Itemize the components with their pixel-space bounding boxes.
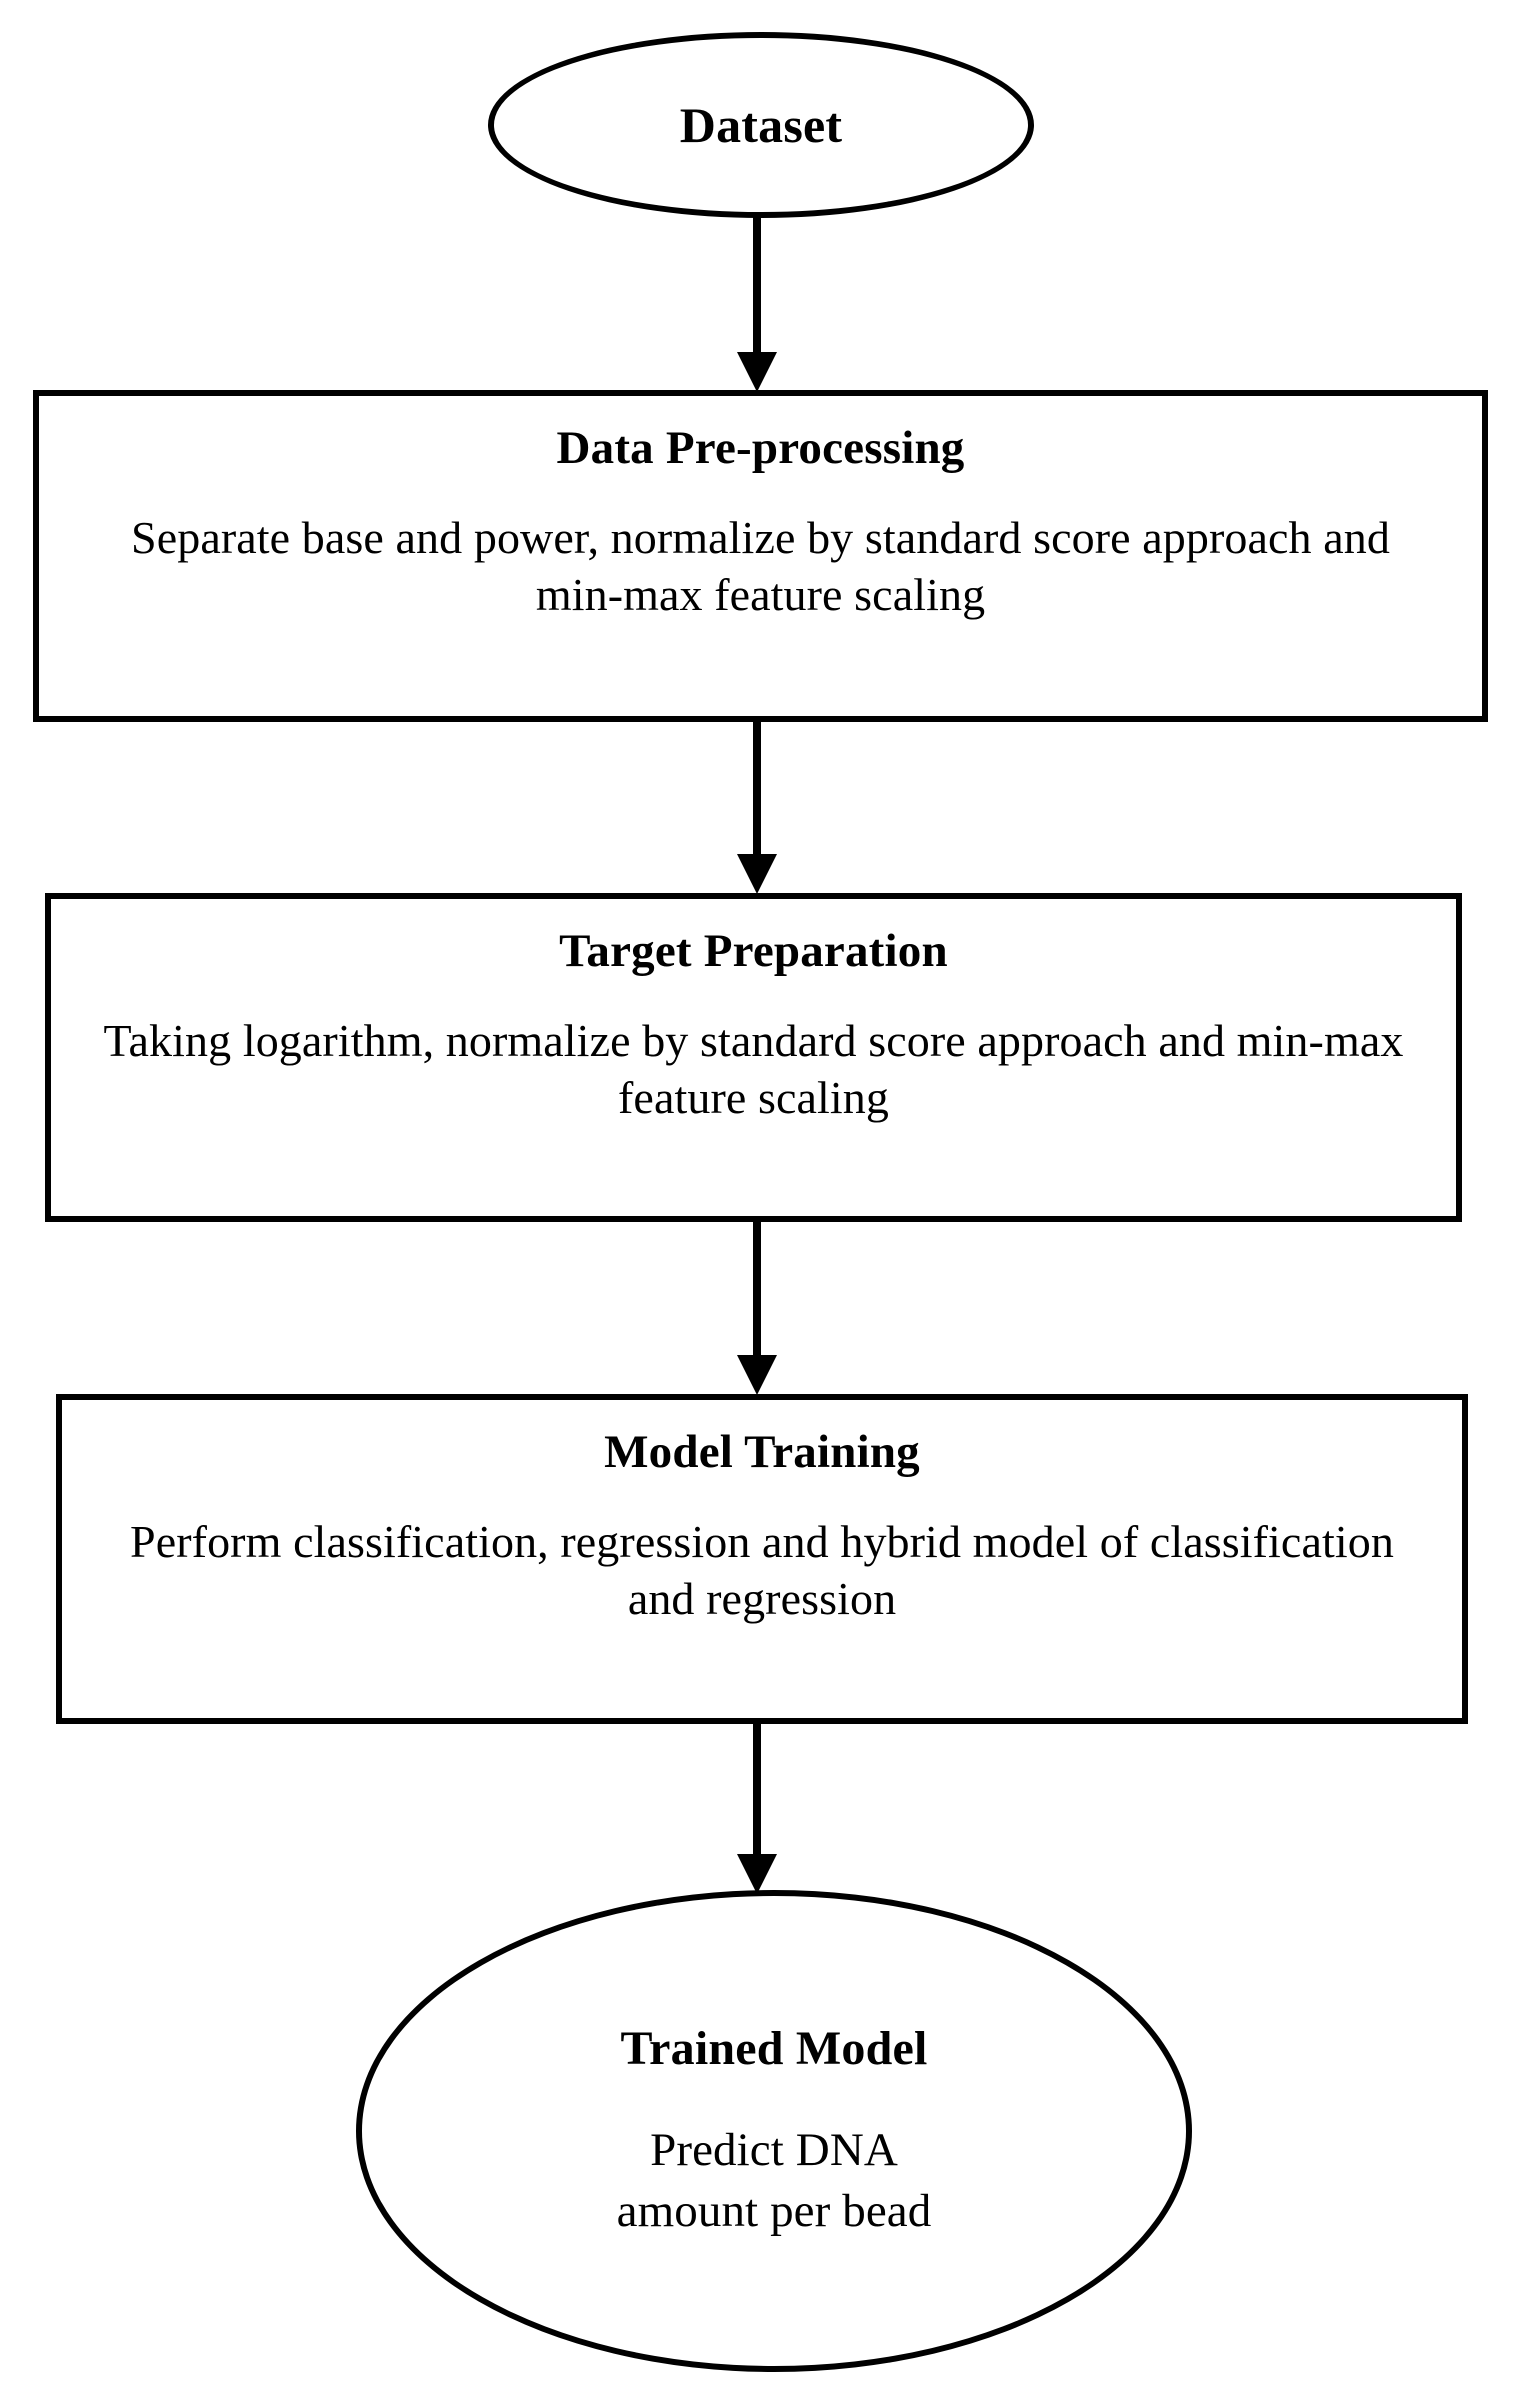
node-trained-model-body-line-1: Predict DNA — [650, 2123, 898, 2176]
node-model-training-body: Perform classification, regression and h… — [130, 1515, 1394, 1624]
node-target-preparation-body: Taking logarithm, normalize by standard … — [103, 1014, 1404, 1123]
arrowhead-down-icon — [737, 352, 777, 392]
arrow-preprocessing-to-target-preparation — [737, 718, 777, 898]
arrow-shaft — [753, 718, 761, 858]
node-data-pre-processing-title: Data Pre-processing — [556, 422, 965, 474]
node-target-preparation[interactable]: Target Preparation Taking logarithm, nor… — [45, 893, 1462, 1222]
node-trained-model-title: Trained Model — [620, 2021, 928, 2075]
node-trained-model-body: Predict DNA amount per bead — [617, 2120, 932, 2242]
node-model-training-title: Model Training — [604, 1426, 920, 1478]
arrow-shaft — [753, 1218, 761, 1359]
node-dataset-title: Dataset — [679, 97, 843, 153]
arrow-target-preparation-to-model-training — [737, 1218, 777, 1399]
arrowhead-down-icon — [737, 854, 777, 894]
node-data-pre-processing-body: Separate base and power, normalize by st… — [131, 511, 1390, 620]
node-dataset[interactable]: Dataset — [488, 32, 1034, 218]
arrowhead-down-icon — [737, 1355, 777, 1395]
arrow-shaft — [753, 214, 761, 356]
node-trained-model[interactable]: Trained Model Predict DNA amount per bea… — [356, 1890, 1192, 2372]
node-target-preparation-title: Target Preparation — [559, 925, 948, 977]
node-model-training[interactable]: Model Training Perform classification, r… — [56, 1394, 1468, 1724]
arrowhead-down-icon — [737, 1854, 777, 1894]
node-trained-model-body-line-2: amount per bead — [616, 2184, 932, 2237]
arrow-dataset-to-preprocessing — [737, 214, 777, 394]
arrow-model-training-to-trained-model — [737, 1720, 777, 1898]
node-data-pre-processing[interactable]: Data Pre-processing Separate base and po… — [33, 390, 1488, 722]
arrow-shaft — [753, 1720, 761, 1858]
